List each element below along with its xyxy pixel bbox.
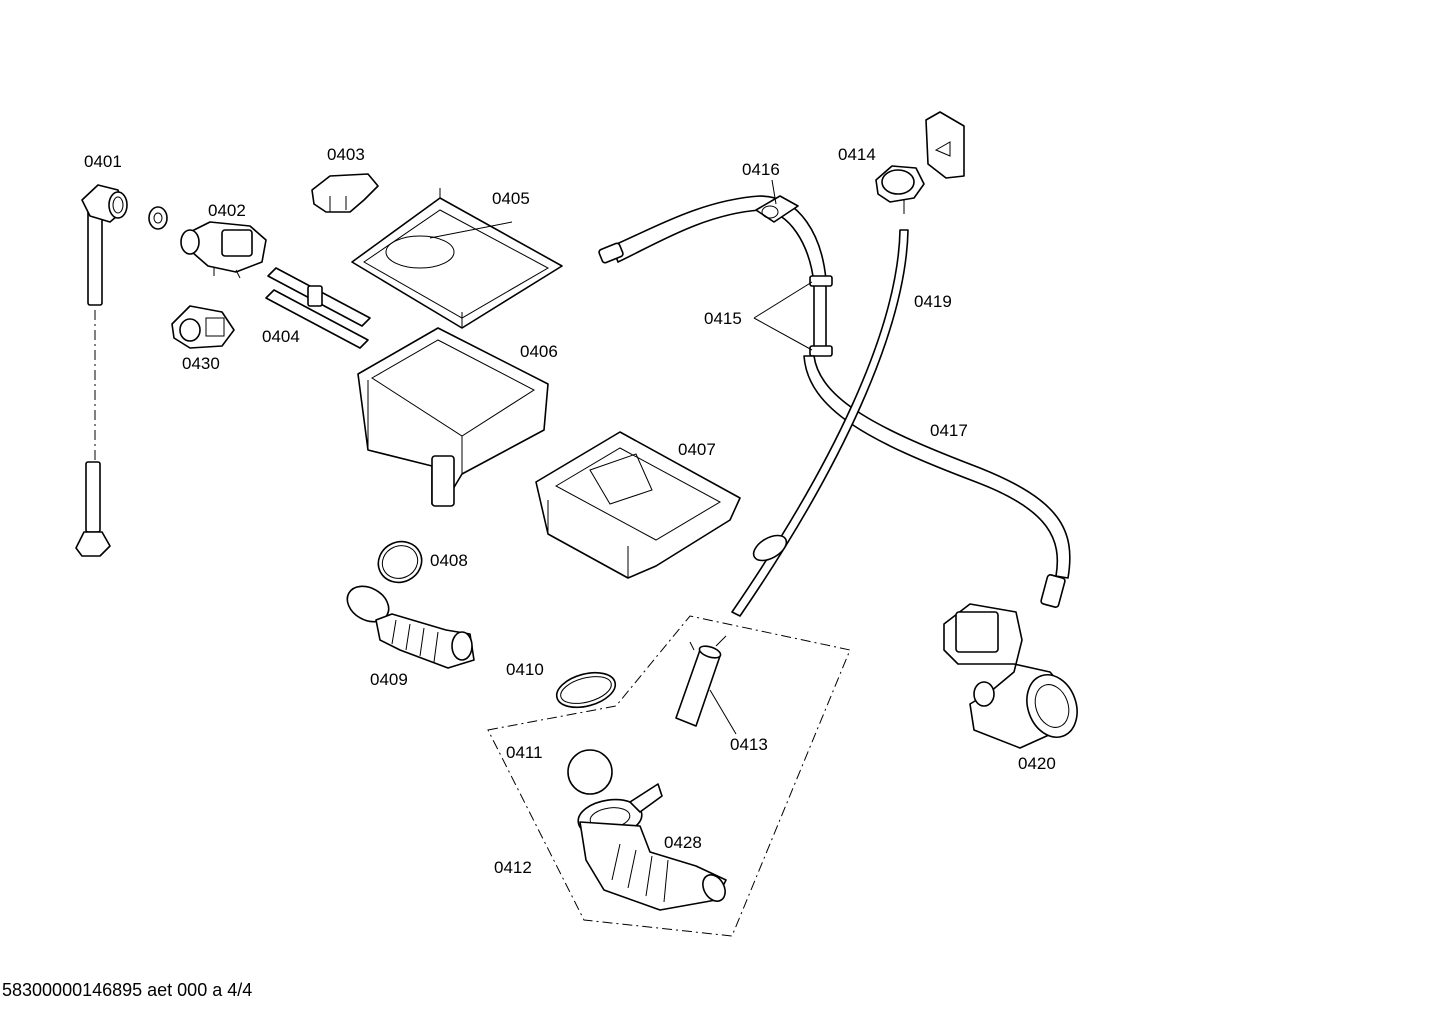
label-0404: 0404 <box>262 327 300 346</box>
label-0401: 0401 <box>84 152 122 171</box>
part-labels: 0401 0402 0403 0404 0405 0406 0407 0408 … <box>84 145 1056 877</box>
part-0415-clamps[interactable] <box>809 275 833 357</box>
label-0407: 0407 <box>678 440 716 459</box>
part-0430-sensor[interactable] <box>171 305 235 349</box>
part-0406-dispenser-housing[interactable] <box>357 327 549 507</box>
part-0402-inlet-valve[interactable] <box>180 221 267 279</box>
leader-lines <box>709 179 813 735</box>
part-0412-assembly-outline <box>487 615 851 937</box>
part-0428-sump-hose[interactable] <box>576 783 730 911</box>
part-0411-ball[interactable] <box>567 749 613 795</box>
part-0414-pressure-switch[interactable] <box>875 111 965 214</box>
part-0401-inlet-hose[interactable] <box>75 184 128 557</box>
label-0409: 0409 <box>370 670 408 689</box>
label-0408: 0408 <box>430 551 468 570</box>
label-0402: 0402 <box>208 201 246 220</box>
label-0405: 0405 <box>492 189 530 208</box>
label-0403: 0403 <box>327 145 365 164</box>
part-0404-tubes[interactable] <box>265 267 371 349</box>
label-0428: 0428 <box>664 833 702 852</box>
part-0416-hose[interactable] <box>598 195 827 351</box>
label-0412: 0412 <box>494 858 532 877</box>
label-0410: 0410 <box>506 660 544 679</box>
label-0430: 0430 <box>182 354 220 373</box>
part-0419-pressure-tube[interactable] <box>731 229 909 617</box>
part-0405-dispenser-lid[interactable] <box>351 188 563 329</box>
part-0417-drain-hose[interactable] <box>803 355 1071 608</box>
part-0407-detergent-drawer[interactable] <box>535 431 741 579</box>
label-0417: 0417 <box>930 421 968 440</box>
part-0408-seal-ring[interactable] <box>372 535 429 590</box>
label-0419: 0419 <box>914 292 952 311</box>
part-0410-seal-ring[interactable] <box>553 667 619 713</box>
label-0406: 0406 <box>520 342 558 361</box>
label-0420: 0420 <box>1018 754 1056 773</box>
label-0416: 0416 <box>742 160 780 179</box>
document-code-footer: 58300000146895 aet 000 a 4/4 <box>2 980 253 1000</box>
part-0402-washer[interactable] <box>148 206 168 230</box>
label-0414: 0414 <box>838 145 876 164</box>
label-0413: 0413 <box>730 735 768 754</box>
part-0403-bracket[interactable] <box>311 173 379 213</box>
label-0411: 0411 <box>506 743 543 762</box>
label-0415: 0415 <box>704 309 742 328</box>
part-0413-pressure-chamber[interactable] <box>675 635 727 727</box>
part-0420-drain-pump[interactable] <box>943 603 1085 749</box>
part-0409-hose[interactable] <box>341 579 475 669</box>
